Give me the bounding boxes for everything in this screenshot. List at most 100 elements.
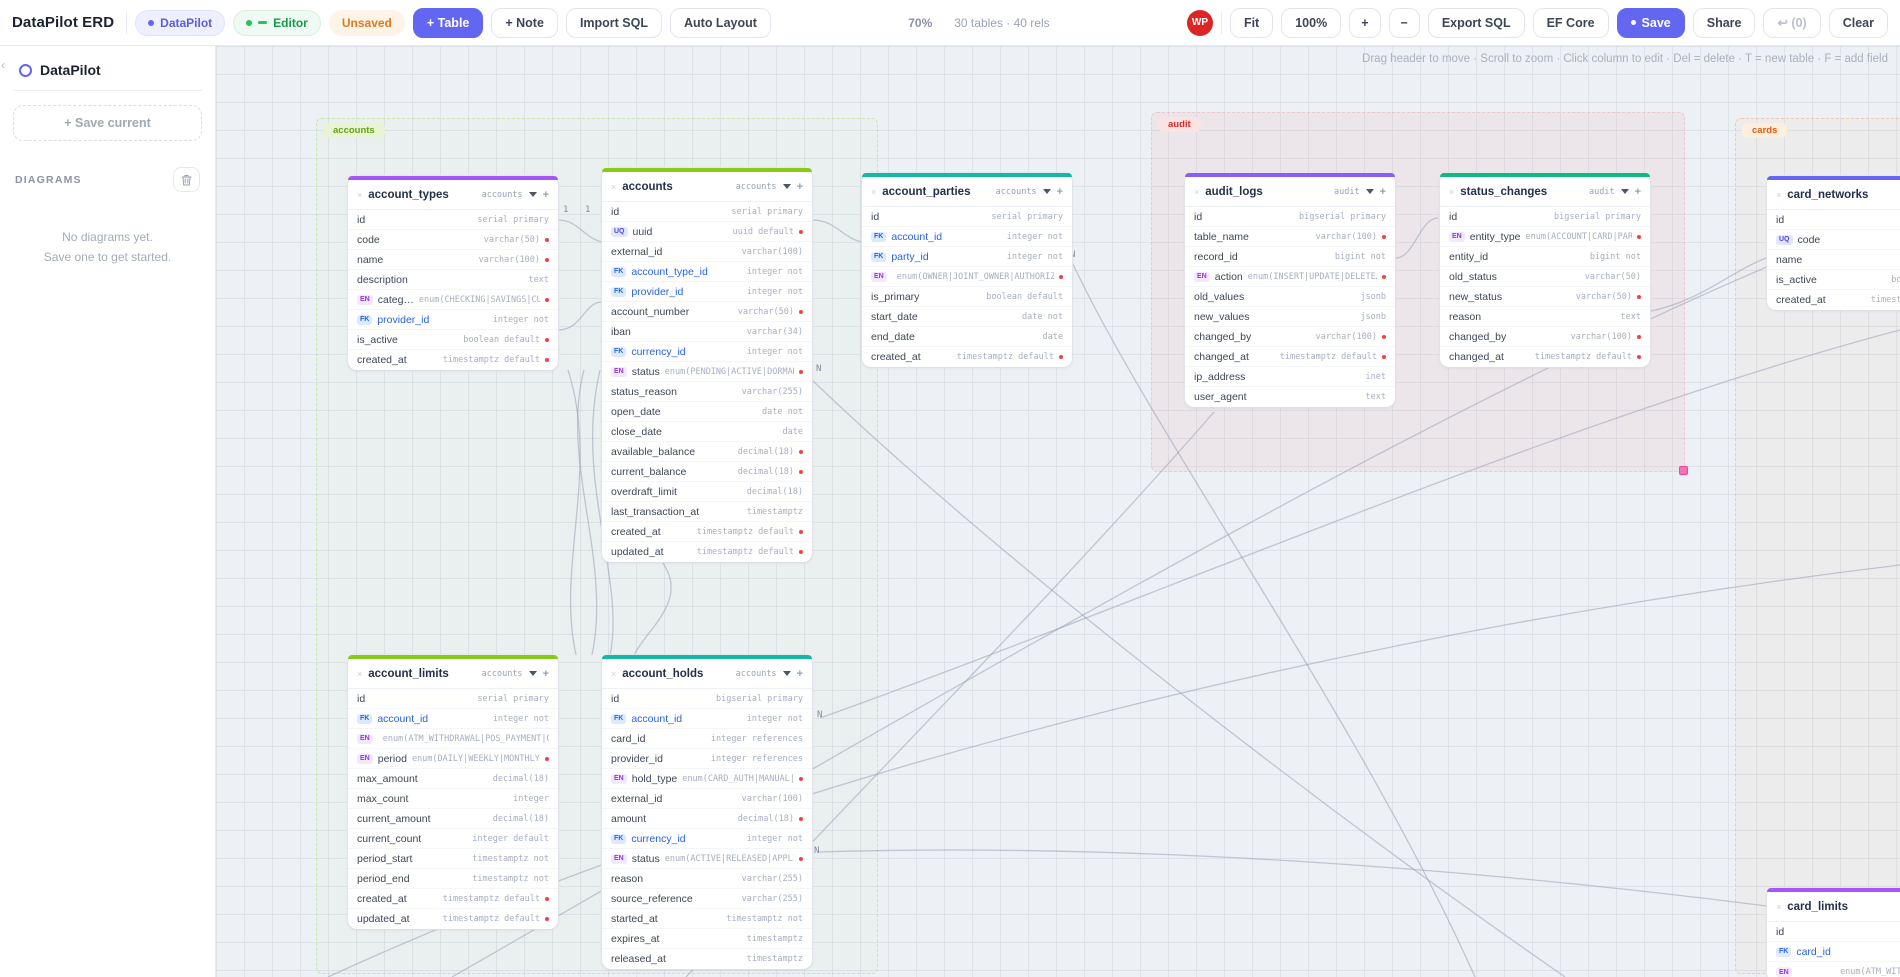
undo-button[interactable]: ↩ (0) <box>1763 7 1821 38</box>
delete-table-icon[interactable]: × <box>1449 186 1455 197</box>
delete-table-icon[interactable]: × <box>611 668 617 679</box>
relationship-edge[interactable] <box>1645 257 1767 313</box>
table-header[interactable]: ×card_networkscards+ <box>1767 180 1900 210</box>
field-row[interactable]: ENenum(ATM_WITHDRAWAL|POS_PAYMENT|ONLINE… <box>348 729 558 749</box>
relationship-edge[interactable] <box>1071 261 1476 977</box>
export-sql-button[interactable]: Export SQL <box>1427 7 1525 38</box>
delete-table-icon[interactable]: × <box>357 668 363 679</box>
relationship-edge[interactable] <box>1395 217 1439 259</box>
delete-table-icon[interactable]: × <box>1194 186 1200 197</box>
add-table-button[interactable]: + Table <box>412 7 484 38</box>
erd-canvas[interactable]: Drag header to move · Scroll to zoom · C… <box>216 46 1900 977</box>
zoom-out-button[interactable]: − <box>1388 7 1420 38</box>
delete-table-icon[interactable]: × <box>357 189 363 200</box>
relationship-edge[interactable] <box>576 369 598 656</box>
collapse-sidebar-icon[interactable]: ‹ <box>1 58 5 72</box>
save-button[interactable]: Save <box>1616 7 1685 38</box>
delete-table-icon[interactable]: × <box>1776 189 1782 200</box>
add-field-icon[interactable]: + <box>542 667 549 680</box>
add-field-icon[interactable]: + <box>1634 185 1641 198</box>
relationship-edge[interactable] <box>557 301 603 331</box>
region-resize-handle[interactable] <box>1679 466 1688 475</box>
save-current-button[interactable]: + Save current <box>13 105 202 141</box>
add-field-icon[interactable]: + <box>1056 185 1063 198</box>
relationship-edge[interactable] <box>567 369 581 656</box>
relationship-edge[interactable] <box>811 379 1566 977</box>
relationship-edge[interactable] <box>817 849 1768 907</box>
share-button[interactable]: Share <box>1692 7 1756 38</box>
chevron-down-icon[interactable] <box>1620 189 1629 194</box>
table-header[interactable]: ×card_limitscards+ <box>1767 892 1900 922</box>
add-field-icon[interactable]: + <box>796 667 803 680</box>
zoom-in-button[interactable]: + <box>1349 7 1381 38</box>
add-field-icon[interactable]: + <box>1379 185 1386 198</box>
delete-table-icon[interactable]: × <box>871 186 877 197</box>
ef-core-button[interactable]: EF Core <box>1532 7 1609 38</box>
relationship-edge[interactable] <box>819 329 1900 719</box>
